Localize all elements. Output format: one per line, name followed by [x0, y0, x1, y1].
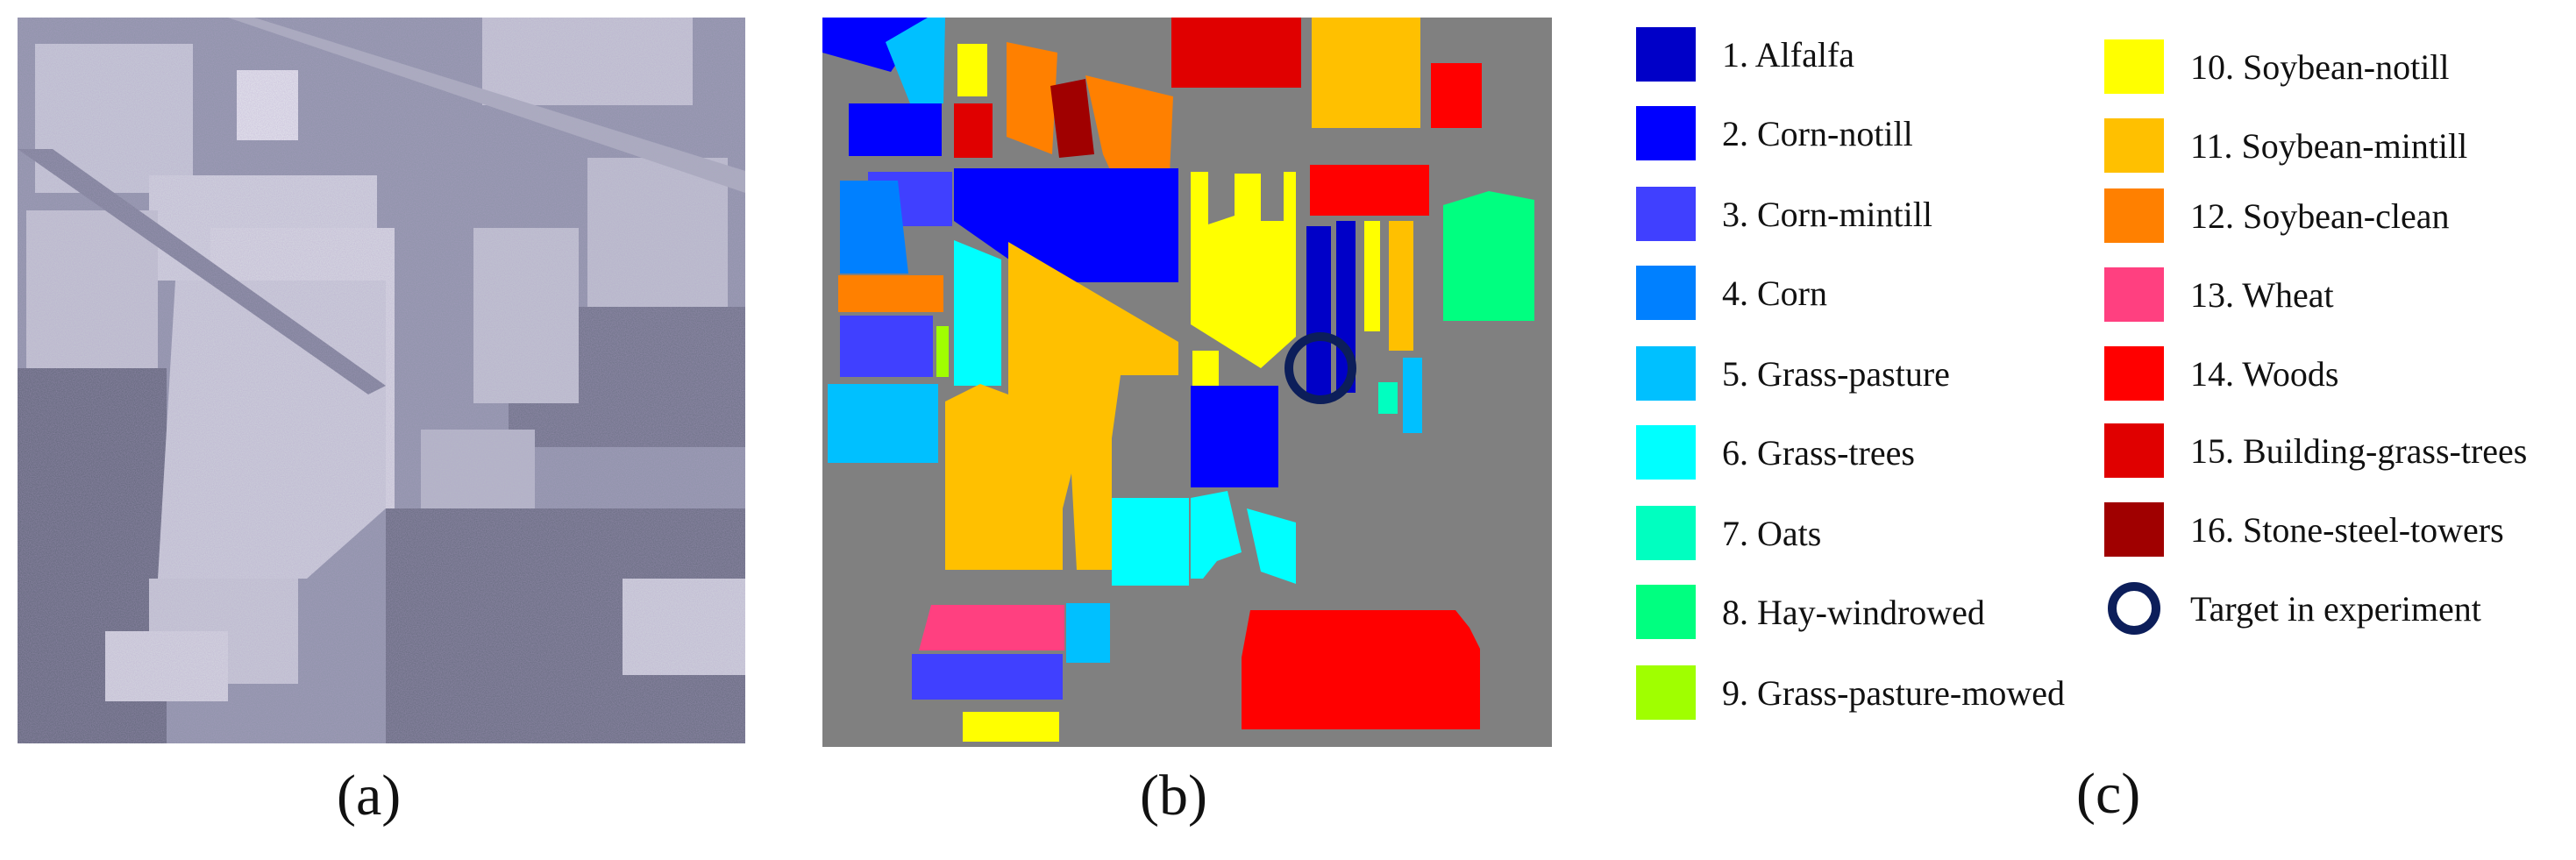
field-soybean-clean	[1085, 75, 1173, 174]
legend-label-grass-pasture: 5. Grass-pasture	[1722, 353, 1950, 394]
legend-label-corn: 4. Corn	[1722, 273, 1827, 313]
legend-label-corn-notill: 2. Corn-notill	[1722, 113, 1913, 153]
field-grass-trees	[1247, 508, 1296, 584]
legend-swatch-soybean-notill	[2104, 39, 2164, 94]
legend-item-corn: 4. Corn	[1636, 265, 1827, 321]
field-alfalfa	[1306, 226, 1331, 402]
legend-swatch-corn-mintill	[1636, 187, 1696, 241]
field-corn-notill	[849, 103, 942, 156]
target-ring	[1284, 332, 1356, 404]
legend-item-building-grass-trees: 15. Building-grass-trees	[2104, 423, 2527, 479]
legend-label-corn-mintill: 3. Corn-mintill	[1722, 194, 1932, 234]
legend-swatch-alfalfa	[1636, 27, 1696, 82]
legend-swatch-grass-pasture-mowed	[1636, 665, 1696, 720]
field-grass-pasture	[828, 384, 938, 463]
field-woods	[1431, 63, 1482, 128]
field-grass-pasture-mowed	[936, 326, 949, 377]
legend-label-soybean-clean: 12. Soybean-clean	[2190, 195, 2450, 236]
legend-item-target: Target in experiment	[2104, 580, 2481, 636]
legend-item-hay-windrowed: 8. Hay-windrowed	[1636, 584, 1985, 640]
field-hay-windrowed	[1443, 191, 1534, 321]
legend-item-woods: 14. Woods	[2104, 345, 2338, 402]
legend-swatch-soybean-clean	[2104, 188, 2164, 243]
field-woods	[1310, 165, 1429, 216]
field-corn-mintill	[912, 654, 1063, 700]
legend-label-grass-trees: 6. Grass-trees	[1722, 432, 1915, 473]
field-grass-trees	[1191, 491, 1242, 579]
field-soybean-notill	[1192, 351, 1219, 386]
field-building-grass-trees	[954, 103, 993, 158]
legend-swatch-grass-trees	[1636, 425, 1696, 480]
legend-label-wheat: 13. Wheat	[2190, 274, 2334, 315]
legend-label-woods: 14. Woods	[2190, 353, 2339, 394]
legend-swatch-oats	[1636, 506, 1696, 560]
legend-swatch-grass-pasture	[1636, 346, 1696, 401]
field-woods	[1242, 610, 1480, 729]
legend-item-stone-steel-towers: 16. Stone-steel-towers	[2104, 501, 2504, 558]
field-grass-pasture	[1066, 603, 1110, 663]
legend-item-alfalfa: 1. Alfalfa	[1636, 26, 1854, 82]
field-grass-pasture	[886, 18, 945, 103]
field-soybean-clean	[1007, 42, 1057, 154]
field-soybean-notill	[963, 712, 1059, 742]
field-corn-notill	[1191, 386, 1278, 487]
field-grass-trees	[1112, 498, 1189, 586]
legend-label-stone-steel-towers: 16. Stone-steel-towers	[2190, 509, 2504, 550]
field-soybean-notill	[1364, 221, 1380, 331]
legend-label-oats: 7. Oats	[1722, 513, 1822, 553]
legend-item-corn-notill: 2. Corn-notill	[1636, 105, 1913, 161]
legend-label-soybean-mintill: 11. Soybean-mintill	[2190, 125, 2468, 166]
legend-swatch-corn-notill	[1636, 106, 1696, 160]
field-corn-mintill	[840, 316, 933, 377]
legend-swatch-building-grass-trees	[2104, 423, 2164, 478]
legend-item-corn-mintill: 3. Corn-mintill	[1636, 186, 1932, 242]
field-soybean-notill	[957, 44, 987, 96]
field-soybean-clean	[838, 275, 943, 312]
legend-label-hay-windrowed: 8. Hay-windrowed	[1722, 592, 1985, 632]
legend-item-soybean-notill: 10. Soybean-notill	[2104, 39, 2450, 95]
legend-label-target: Target in experiment	[2190, 588, 2481, 629]
legend-label-grass-pasture-mowed: 9. Grass-pasture-mowed	[1722, 672, 2065, 713]
legend-item-soybean-mintill: 11. Soybean-mintill	[2104, 117, 2467, 174]
legend-swatch-stone-steel-towers	[2104, 502, 2164, 557]
caption-b: (b)	[1140, 764, 1207, 828]
legend-item-grass-trees: 6. Grass-trees	[1636, 424, 1915, 480]
field-grass-pasture	[1403, 358, 1422, 433]
caption-a: (a)	[337, 764, 402, 828]
field-wheat	[919, 605, 1064, 650]
legend-label-soybean-notill: 10. Soybean-notill	[2190, 46, 2450, 87]
field-corn-mintill	[822, 18, 928, 72]
field-grass-trees	[954, 240, 1001, 386]
legend-item-wheat: 13. Wheat	[2104, 267, 2334, 323]
legend-item-grass-pasture-mowed: 9. Grass-pasture-mowed	[1636, 665, 2065, 721]
field-oats	[1378, 382, 1398, 414]
ground-truth-class-map	[822, 18, 1552, 747]
field-building-grass-trees	[1171, 18, 1301, 88]
legend-label-alfalfa: 1. Alfalfa	[1722, 34, 1855, 75]
field-soybean-notill	[1191, 172, 1296, 368]
legend-label-building-grass-trees: 15. Building-grass-trees	[2190, 430, 2528, 471]
caption-c: (c)	[2076, 762, 2141, 826]
legend-swatch-soybean-mintill	[2104, 118, 2164, 173]
legend-swatch-woods	[2104, 346, 2164, 401]
legend-swatch-wheat	[2104, 267, 2164, 322]
legend-item-soybean-clean: 12. Soybean-clean	[2104, 188, 2449, 244]
legend-swatch-corn	[1636, 266, 1696, 320]
target-ring-icon	[2108, 582, 2160, 635]
false-color-satellite-image	[18, 18, 745, 743]
field-corn	[840, 181, 908, 274]
field-soybean-mintill	[1312, 18, 1420, 128]
legend-swatch-hay-windrowed	[1636, 585, 1696, 639]
field-soybean-mintill	[1389, 221, 1413, 351]
legend-item-grass-pasture: 5. Grass-pasture	[1636, 345, 1950, 402]
field-stone-steel-towers	[1050, 79, 1094, 158]
legend-item-oats: 7. Oats	[1636, 505, 1821, 561]
field-soybean-mintill	[945, 242, 1178, 570]
